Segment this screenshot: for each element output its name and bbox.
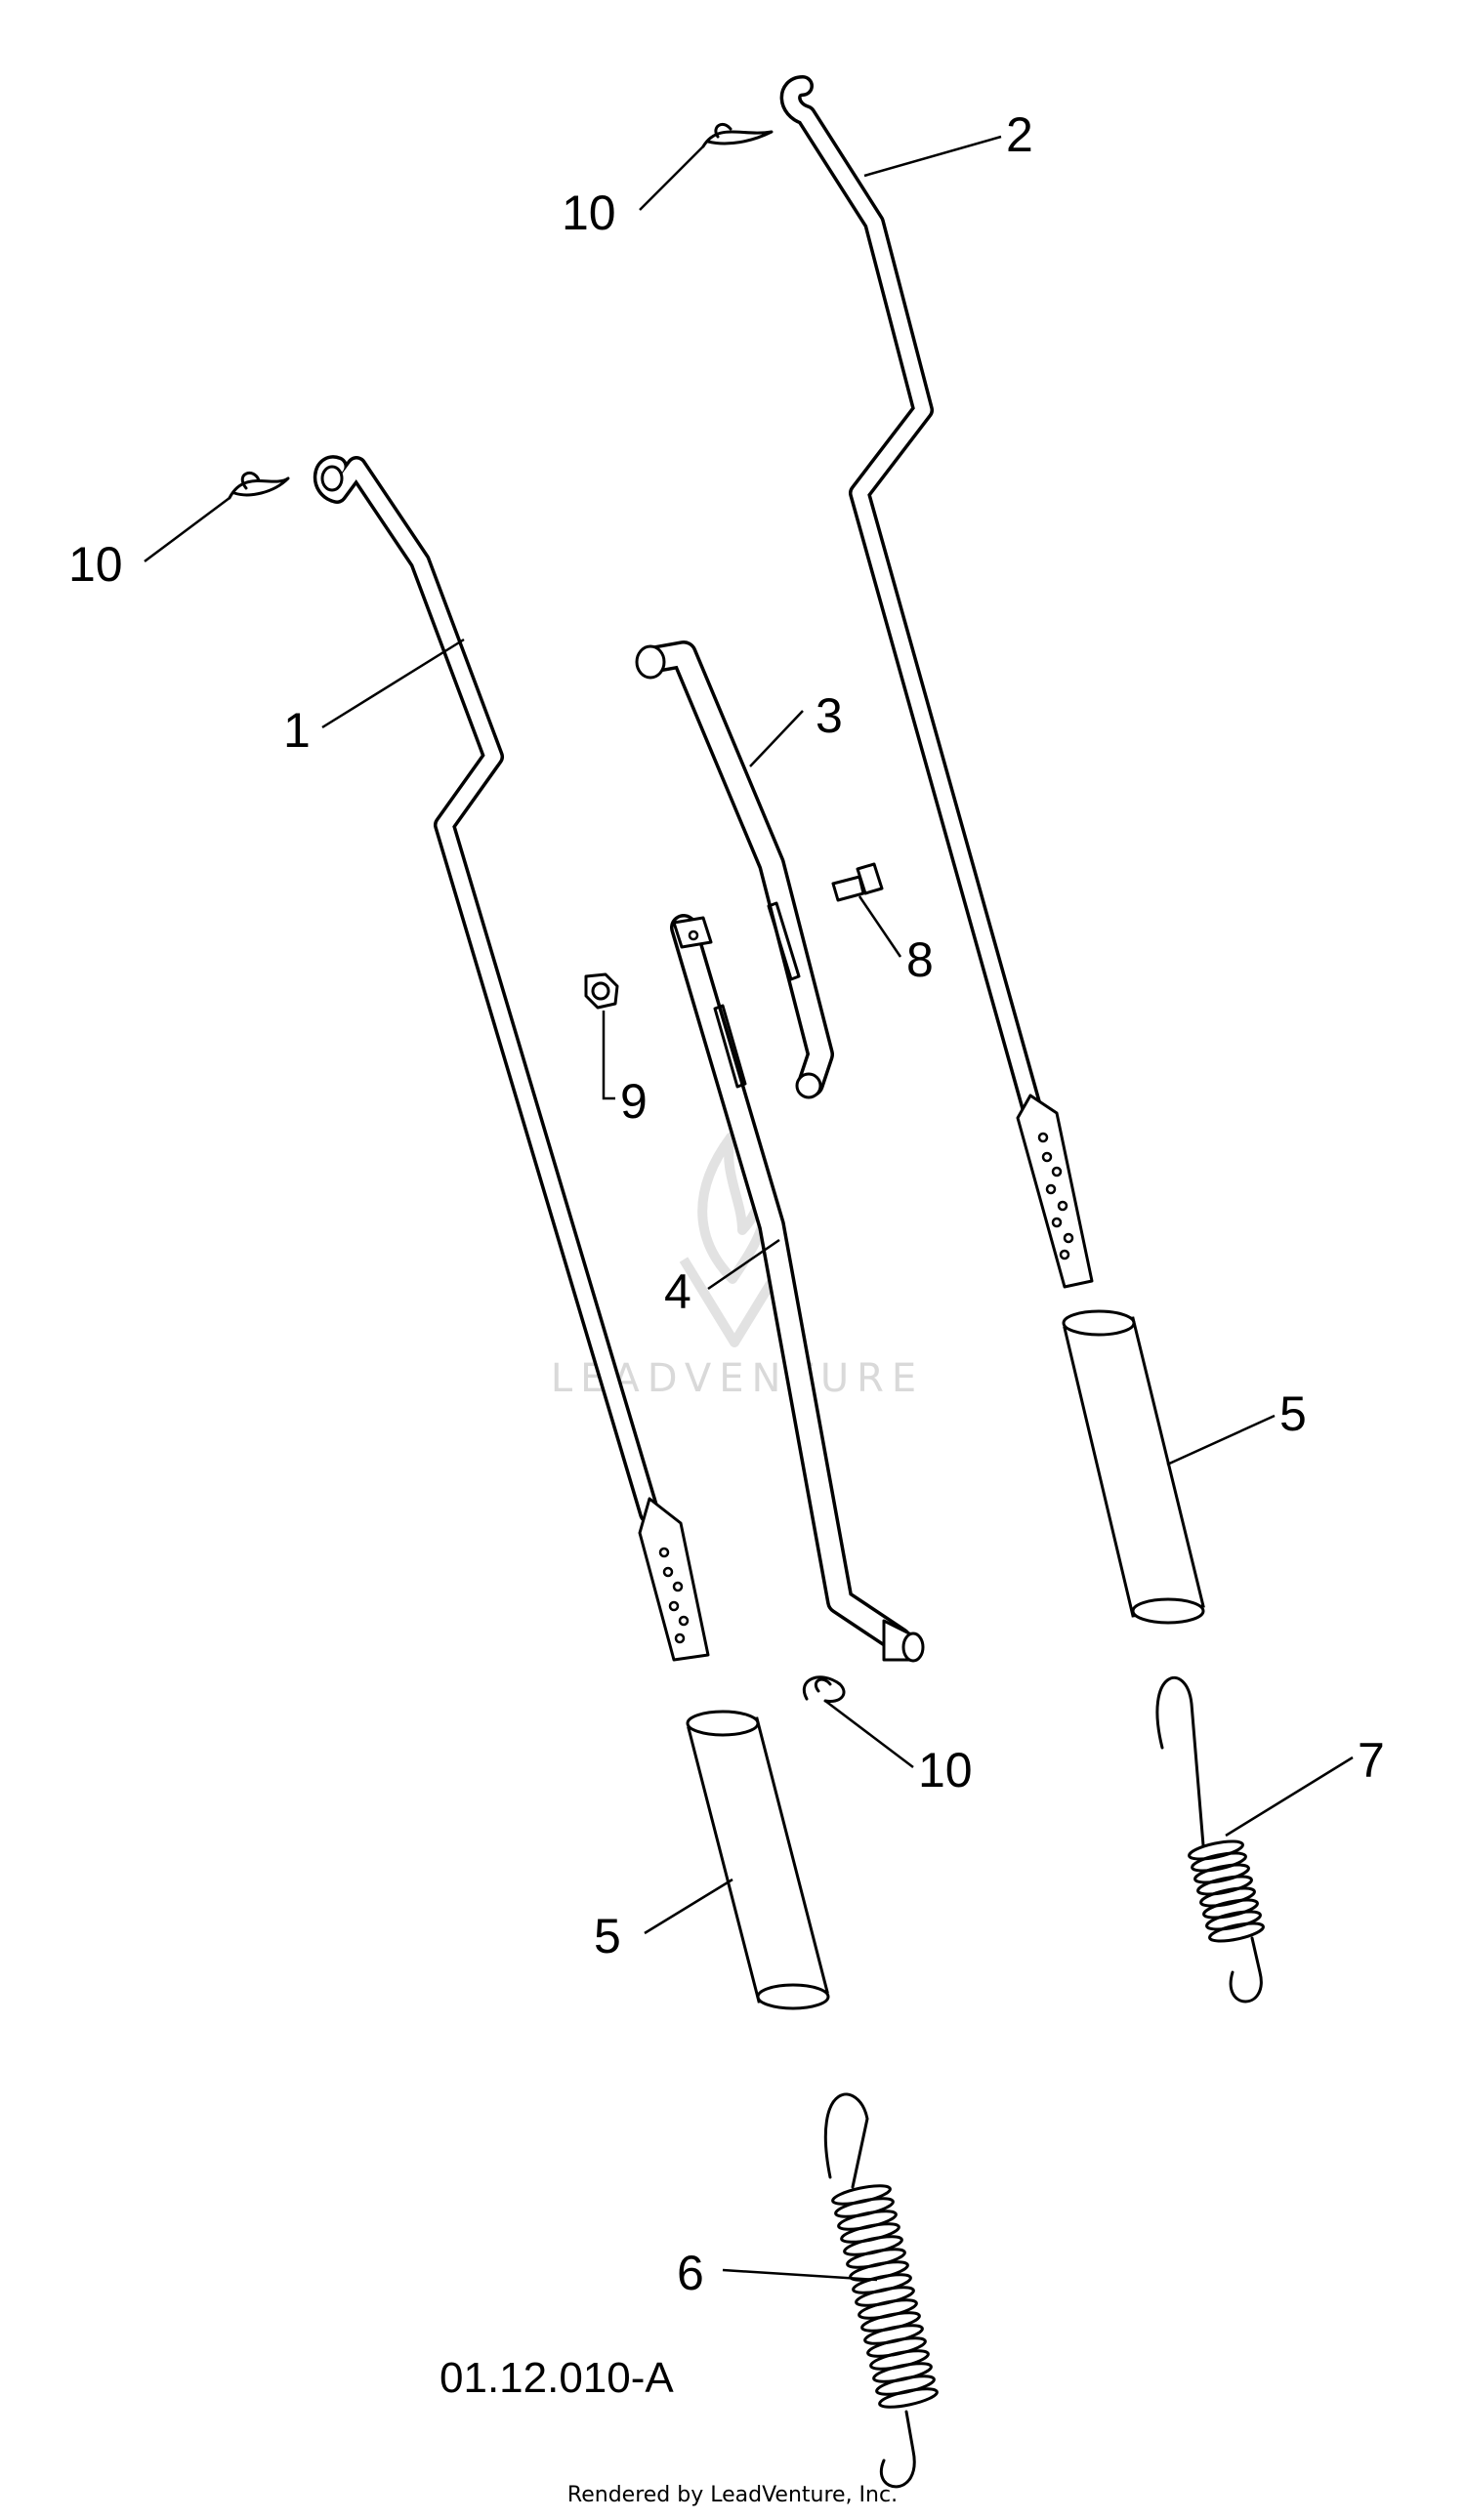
leader-10a: [639, 145, 704, 211]
callout-7: 7: [1358, 1733, 1385, 1788]
leader-2: [863, 135, 1002, 178]
callout-10a: 10: [562, 186, 616, 240]
leader-3: [749, 710, 804, 767]
part-5-sleeve-left: [686, 1710, 830, 2010]
part-10-clip-top: [701, 123, 774, 148]
callout-9: 9: [620, 1074, 648, 1129]
callout-2: 2: [1006, 107, 1033, 162]
callout-5b: 5: [594, 1909, 621, 1963]
leader-10c: [824, 1700, 914, 1768]
part-2-rod: [779, 75, 1094, 1289]
part-7-coils: [1188, 1839, 1265, 1943]
leader-4: [707, 1238, 780, 1291]
callout-3: 3: [816, 688, 843, 743]
callouts: 2 10 10 1 3 8 9 4 5 10 7 5 6: [68, 107, 1385, 2300]
leader-6: [722, 2268, 878, 2282]
part-3-link: [635, 640, 834, 1099]
leader-10b: [144, 496, 230, 563]
part-4-link: [670, 914, 925, 1663]
leader-lines: [144, 135, 1354, 2282]
diagram-reference-code: 01.12.010-A: [440, 2354, 674, 2402]
leader-8: [858, 895, 902, 958]
leader-1: [321, 638, 465, 729]
part-1-rod: [313, 455, 710, 1662]
part-9-nut: [584, 972, 619, 1010]
part-8-bolt: [831, 862, 884, 902]
part-5-sleeve-right: [1062, 1309, 1205, 1625]
callout-5a: 5: [1279, 1386, 1307, 1441]
part-6-coils: [831, 2184, 939, 2409]
callout-8: 8: [906, 932, 934, 987]
callout-10b: 10: [68, 537, 123, 592]
part-1-adjustment-holes: [658, 1547, 690, 1644]
part-10-clip-bottom: [803, 1675, 846, 1704]
callout-10c: 10: [918, 1743, 973, 1797]
part-2-adjustment-holes: [1037, 1132, 1074, 1260]
part-7-spring: [1155, 1676, 1265, 2004]
leader-7: [1225, 1756, 1354, 1838]
leader-9: [602, 1011, 615, 1100]
leader-5a: [1166, 1414, 1276, 1467]
render-credit: Rendered by LeadVenture, Inc.: [567, 2483, 898, 2507]
part-10-clip-left: [228, 471, 290, 500]
leader-5b: [644, 1878, 733, 1935]
callout-4: 4: [664, 1264, 691, 1319]
callout-1: 1: [283, 703, 311, 758]
callout-6: 6: [677, 2246, 704, 2300]
part-6-spring: [823, 2092, 939, 2489]
